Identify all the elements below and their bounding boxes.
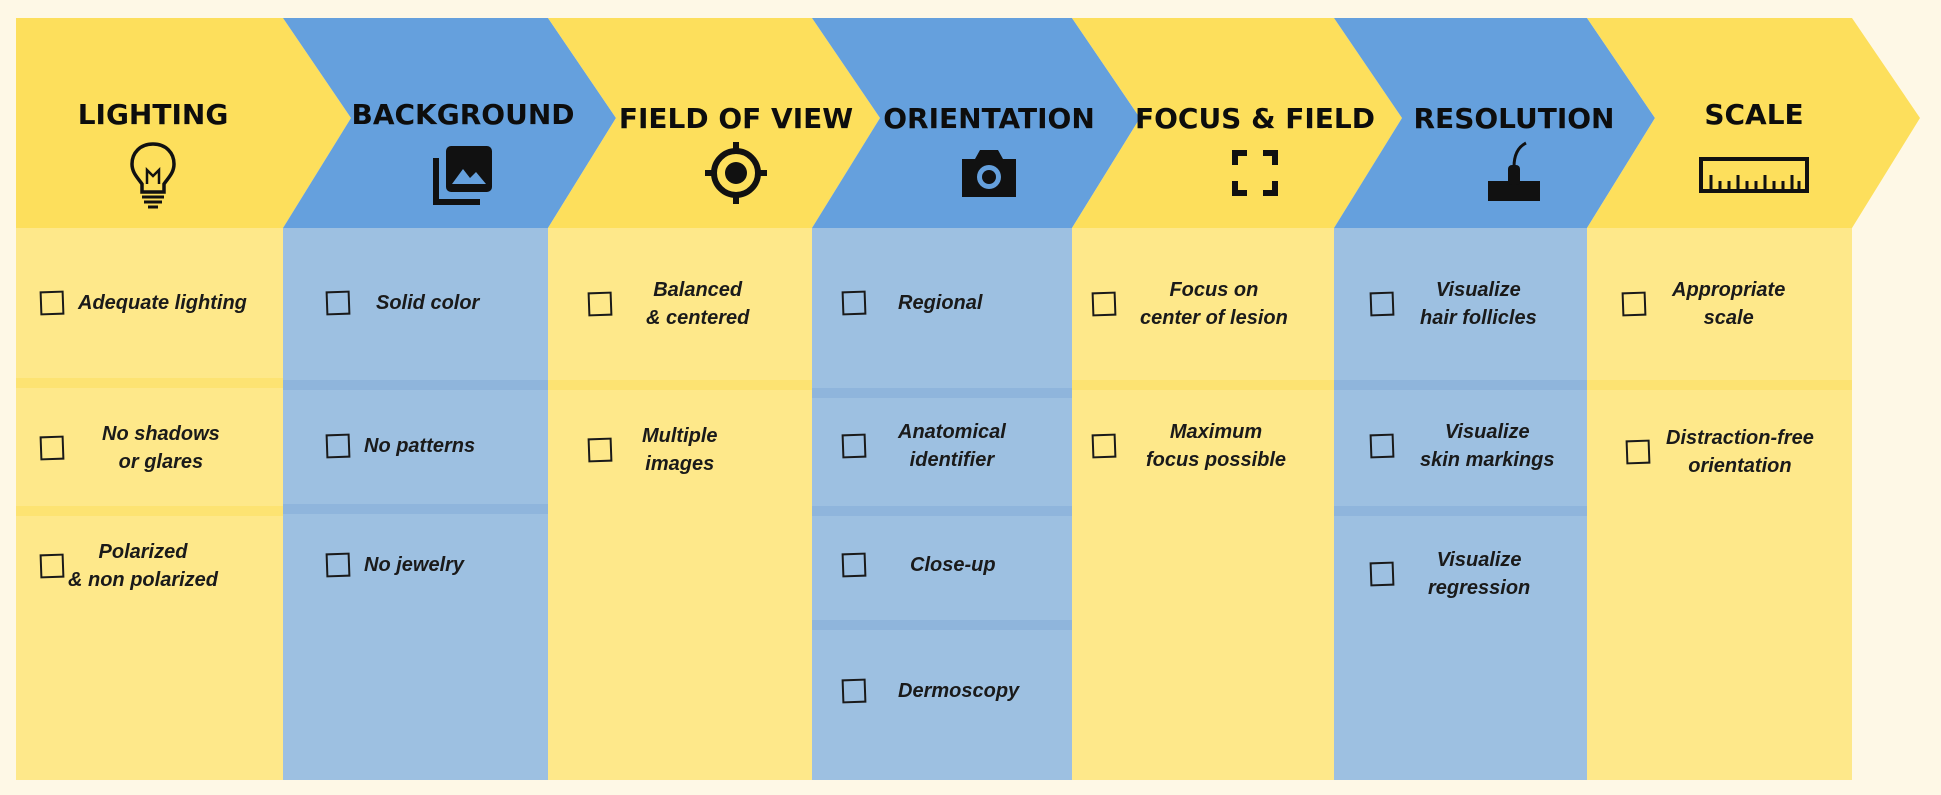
header-focus-field: FOCUS & FIELD	[1124, 18, 1386, 228]
hair-follicle-icon	[1479, 138, 1549, 208]
checklist-item: Maximum focus possible	[1091, 416, 1332, 476]
chevron-resolution	[1334, 18, 1655, 228]
checklist-item: Visualize skin markings	[1369, 416, 1590, 476]
item-label: Balanced & centered	[646, 279, 750, 329]
checklist-item: Adequate lighting	[39, 288, 280, 318]
checklist-item: Close-up	[841, 550, 1062, 580]
checklist-item: No shadows or glares	[39, 418, 280, 478]
checkbox[interactable]	[587, 437, 613, 463]
checklist-item: Appropriate scale	[1621, 274, 1842, 334]
checklist-item: Visualize regression	[1369, 544, 1590, 604]
item-label: Appropriate scale	[1672, 279, 1786, 329]
checklist-item: Solid color	[325, 288, 536, 318]
item-label: Focus on center of lesion	[1140, 279, 1288, 329]
header-scale: SCALE	[1642, 18, 1866, 228]
column-title: LIGHTING	[77, 98, 229, 131]
checkbox[interactable]	[1091, 433, 1117, 459]
checkbox[interactable]	[841, 290, 867, 316]
item-label: Polarized & non polarized	[68, 541, 218, 591]
chevron-focus-field	[1072, 18, 1402, 228]
column-title: FIELD OF VIEW	[618, 102, 854, 135]
checklist-item: Polarized & non polarized	[39, 536, 280, 596]
item-label: No shadows or glares	[102, 423, 220, 473]
focus-frame-icon	[1220, 138, 1290, 208]
checkbox[interactable]	[39, 290, 65, 316]
column-body-scale	[1587, 228, 1852, 780]
checklist-item: Focus on center of lesion	[1091, 274, 1332, 334]
checkbox[interactable]	[325, 552, 351, 578]
column-title: BACKGROUND	[351, 98, 575, 131]
header-lighting: LIGHTING	[16, 18, 290, 228]
checkbox[interactable]	[39, 435, 65, 461]
item-label: No jewelry	[364, 554, 465, 576]
item-label: Visualize regression	[1428, 549, 1531, 599]
header-field-of-view: FIELD OF VIEW	[596, 18, 876, 228]
column-body-background	[283, 228, 548, 780]
item-label: Adequate lighting	[78, 292, 247, 314]
checklist-item: Anatomical identifier	[841, 416, 1062, 476]
checkbox[interactable]	[1625, 439, 1651, 465]
camera-icon	[954, 138, 1024, 208]
column-body-orientation	[812, 228, 1072, 780]
item-label: Regional	[898, 292, 983, 314]
header-orientation: ORIENTATION	[864, 18, 1114, 228]
checklist-item: No jewelry	[325, 550, 536, 580]
column-title: FOCUS & FIELD	[1134, 102, 1376, 135]
item-label: Dermoscopy	[898, 680, 1020, 702]
column-body-field-of-view	[548, 228, 812, 780]
item-label: Visualize hair follicles	[1420, 279, 1537, 329]
checklist-item: No patterns	[325, 431, 536, 461]
header-background: BACKGROUND	[330, 18, 596, 228]
checkbox[interactable]	[841, 552, 867, 578]
checklist-item: Balanced & centered	[587, 274, 798, 334]
item-label: Maximum focus possible	[1146, 421, 1287, 471]
item-label: Anatomical identifier	[898, 421, 1006, 471]
checkbox[interactable]	[841, 433, 867, 459]
checklist-item: Distraction-free orientation	[1625, 422, 1852, 482]
item-label: No patterns	[364, 435, 476, 457]
column-body-resolution	[1334, 228, 1587, 780]
item-label: Distraction-free orientation	[1666, 427, 1814, 477]
ruler-icon	[1698, 140, 1810, 210]
column-title: RESOLUTION	[1413, 102, 1615, 135]
checkbox[interactable]	[841, 678, 867, 704]
chevron-scale	[1587, 18, 1920, 228]
chevron-lighting	[16, 18, 351, 228]
checkbox[interactable]	[1369, 433, 1395, 459]
image-gallery-icon	[428, 140, 498, 210]
item-label: Solid color	[376, 292, 480, 314]
checkbox[interactable]	[1091, 291, 1117, 317]
checklist-item: Regional	[841, 288, 1062, 318]
checkbox[interactable]	[1369, 291, 1395, 317]
column-title: SCALE	[1704, 98, 1804, 131]
crosshair-icon	[701, 138, 771, 208]
chevron-background	[283, 18, 616, 228]
column-title: ORIENTATION	[883, 102, 1095, 135]
chevron-orientation	[812, 18, 1140, 228]
checklist-item: Multiple images	[587, 420, 798, 480]
item-label: Close-up	[910, 554, 996, 576]
column-body-lighting	[16, 228, 283, 780]
chevron-field-of-view	[548, 18, 880, 228]
checkbox[interactable]	[1369, 561, 1395, 587]
checkbox[interactable]	[39, 553, 65, 579]
checkbox[interactable]	[587, 291, 613, 317]
checklist-item: Dermoscopy	[841, 676, 1062, 706]
checklist-item: Visualize hair follicles	[1369, 274, 1590, 334]
checkbox[interactable]	[325, 433, 351, 459]
checkbox[interactable]	[1621, 291, 1647, 317]
item-label: Multiple images	[642, 425, 718, 475]
header-resolution: RESOLUTION	[1386, 18, 1642, 228]
item-label: Visualize skin markings	[1420, 421, 1555, 471]
column-body-focus-field	[1072, 228, 1334, 780]
lightbulb-icon	[118, 140, 188, 210]
checkbox[interactable]	[325, 290, 351, 316]
